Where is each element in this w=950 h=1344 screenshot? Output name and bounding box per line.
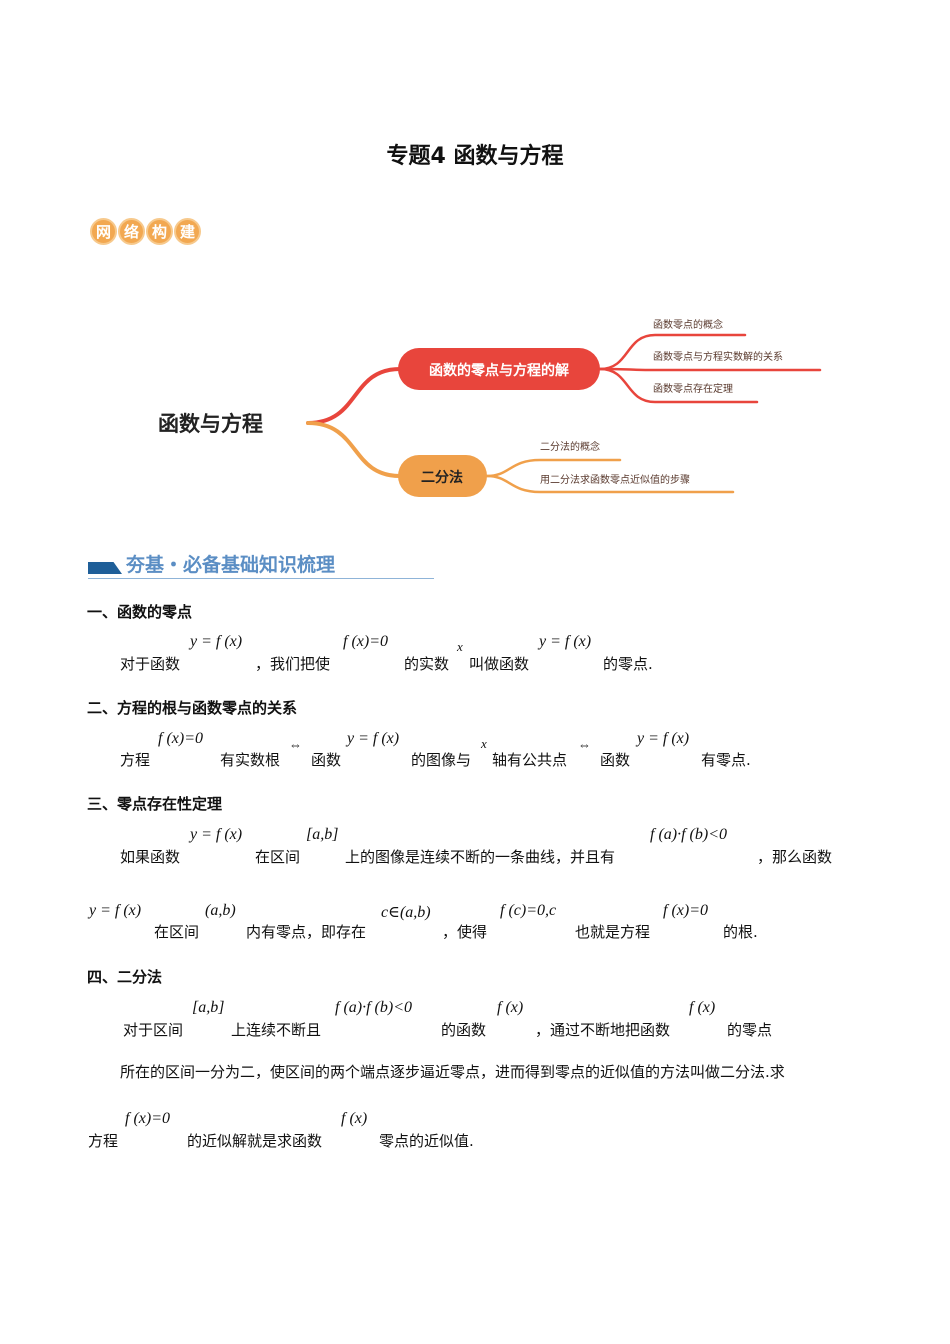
text: 有零点. bbox=[701, 751, 751, 769]
formula: x bbox=[481, 736, 487, 751]
mind-map: 函数与方程 函数的零点与方程的解 二分法 函数零点的概念 函数零点与方程实数解的… bbox=[158, 318, 822, 497]
formula: y = f (x) bbox=[89, 902, 142, 919]
branch-node-red bbox=[398, 348, 600, 390]
network-badge: 网 络 构 建 bbox=[90, 218, 201, 245]
branch-label: 二分法 bbox=[421, 469, 463, 486]
badge-char: 建 bbox=[174, 218, 201, 245]
page-title: 专题4 函数与方程 bbox=[386, 144, 564, 169]
text: 方程 bbox=[120, 751, 151, 769]
text: 上的图像是连续不断的一条曲线，并且有 bbox=[345, 848, 616, 866]
formula: f (x) bbox=[497, 999, 524, 1016]
section-heading: 一、函数的零点 bbox=[87, 603, 193, 621]
formula: f (x)=0 bbox=[125, 1110, 170, 1127]
text: 的函数 bbox=[441, 1021, 487, 1039]
leaf-label: 二分法的概念 bbox=[540, 440, 600, 453]
text: 的根. bbox=[723, 923, 758, 941]
formula: f (a)·f (b)<0 bbox=[335, 999, 412, 1016]
leaf-label: 函数零点的概念 bbox=[653, 318, 723, 331]
equivalence-symbol: ⇔ bbox=[578, 737, 591, 752]
text: 有实数根 bbox=[220, 751, 281, 769]
leaf-line bbox=[485, 474, 735, 494]
formula: f (x) bbox=[689, 999, 716, 1016]
mindmap-root: 函数与方程 bbox=[158, 412, 263, 436]
text: ，那么函数 bbox=[757, 848, 833, 866]
text: 所在的区间一分为二，使区间的两个端点逐步逼近零点，进而得到零点的近似值的方法叫做… bbox=[120, 1063, 785, 1081]
text: 的实数 bbox=[404, 655, 450, 673]
text: 在区间 bbox=[154, 923, 200, 941]
section-header: 夯基・必备基础知识梳理 bbox=[88, 550, 434, 579]
badge-char: 网 bbox=[90, 218, 117, 245]
text: 轴有公共点 bbox=[492, 751, 568, 769]
formula: f (x)=0 bbox=[663, 902, 708, 919]
text: 对于函数 bbox=[120, 655, 181, 673]
section-heading: 二、方程的根与函数零点的关系 bbox=[87, 699, 298, 717]
text: 内有零点，即存在 bbox=[246, 923, 367, 941]
leaf-line bbox=[598, 367, 822, 372]
leaf-label: 用二分法求函数零点近似值的步骤 bbox=[540, 473, 690, 486]
text: 上连续不断且 bbox=[231, 1021, 322, 1039]
section-bar-icon bbox=[88, 562, 122, 574]
leaf-label: 函数零点存在定理 bbox=[653, 382, 733, 395]
leaf-line bbox=[485, 458, 622, 478]
branch-label: 函数的零点与方程的解 bbox=[429, 362, 569, 379]
text: 函数 bbox=[311, 751, 342, 769]
leaf-line bbox=[598, 333, 747, 371]
formula: f (x)=0 bbox=[158, 730, 203, 747]
section-header-label: 夯基・必备基础知识梳理 bbox=[126, 554, 336, 576]
text: 的图像与 bbox=[411, 751, 472, 769]
equivalence-symbol: ⇔ bbox=[289, 737, 302, 752]
formula: [a,b] bbox=[192, 999, 225, 1016]
formula: f (x) bbox=[341, 1110, 368, 1127]
text: 在区间 bbox=[255, 848, 301, 866]
text: ，通过不断地把函数 bbox=[535, 1021, 671, 1039]
text: 的零点. bbox=[603, 655, 653, 673]
formula: c∈(a,b) bbox=[381, 904, 431, 921]
branch-line-orange bbox=[306, 421, 402, 478]
text: 也就是方程 bbox=[575, 923, 651, 941]
text: ，我们把使 bbox=[255, 655, 331, 673]
formula: f (x)=0 bbox=[343, 633, 388, 650]
formula: y = f (x) bbox=[190, 633, 243, 650]
formula: (a,b) bbox=[205, 902, 236, 919]
text: ，使得 bbox=[442, 923, 488, 941]
text: 叫做函数 bbox=[469, 655, 530, 673]
text: 函数 bbox=[600, 751, 631, 769]
text: 如果函数 bbox=[120, 848, 181, 866]
branch-node-orange bbox=[398, 455, 487, 497]
text: 的近似解就是求函数 bbox=[187, 1132, 323, 1150]
formula: [a,b] bbox=[306, 826, 339, 843]
badge-char: 络 bbox=[118, 218, 145, 245]
formula: x bbox=[457, 639, 463, 654]
branch-line-red bbox=[306, 367, 402, 425]
text: 方程 bbox=[88, 1132, 119, 1150]
text: 的零点 bbox=[727, 1021, 773, 1039]
text: 零点的近似值. bbox=[379, 1132, 474, 1150]
section-heading: 四、二分法 bbox=[87, 968, 163, 986]
formula: f (a)·f (b)<0 bbox=[650, 826, 727, 843]
formula: f (c)=0,c bbox=[500, 902, 557, 919]
formula: y = f (x) bbox=[347, 730, 400, 747]
text: 对于区间 bbox=[123, 1021, 184, 1039]
leaf-label: 函数零点与方程实数解的关系 bbox=[653, 350, 783, 363]
section-heading: 三、零点存在性定理 bbox=[87, 795, 223, 813]
formula: y = f (x) bbox=[190, 826, 243, 843]
leaf-line bbox=[598, 367, 759, 404]
badge-char: 构 bbox=[146, 218, 173, 245]
formula: y = f (x) bbox=[637, 730, 690, 747]
formula: y = f (x) bbox=[539, 633, 592, 650]
